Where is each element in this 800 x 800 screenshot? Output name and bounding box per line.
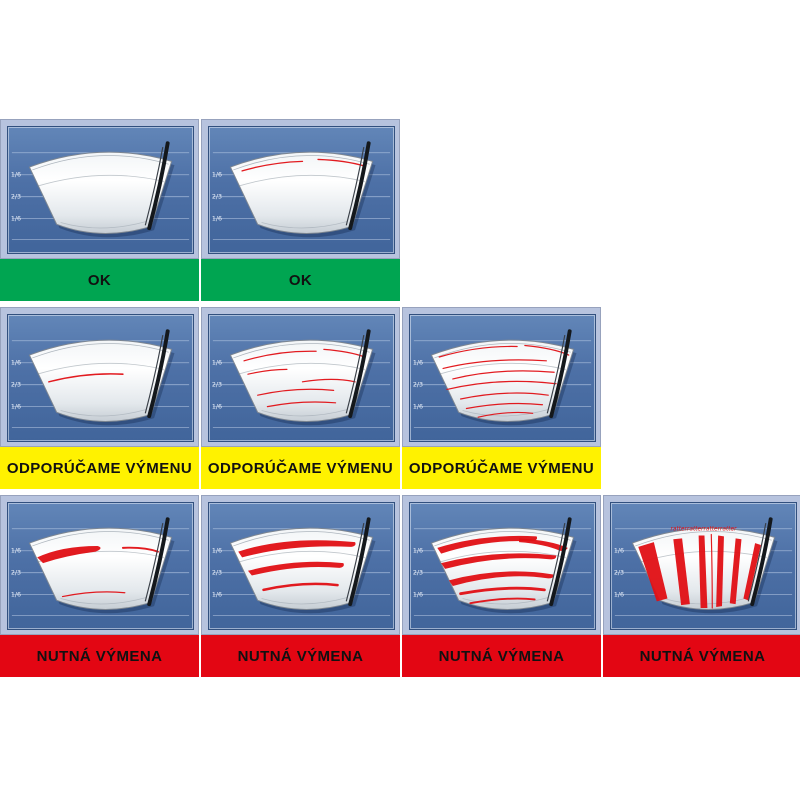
- wiper-illustration-frame: 1/6 2/3 1/6: [402, 495, 601, 635]
- wiper-illustration-panel: 1/6 2/3 1/6 ratterratterratterratter: [610, 502, 797, 630]
- tick-label: 2/3: [212, 194, 222, 201]
- chatter-text: ratterratterratterratter: [670, 527, 737, 533]
- wiper-illustration-panel: 1/6 2/3 1/6: [409, 314, 596, 442]
- wiper-blade-wear-diagram: 1/6 2/3 1/6: [212, 141, 391, 241]
- wiper-blade-wear-diagram: 1/6 2/3 1/6: [212, 329, 391, 429]
- grid-row-recommend: 1/6 2/3 1/6 ODPORÚČAME VÝMENU 1/6 2/3 1/6 OD…: [0, 307, 800, 489]
- tick-label: 2/3: [212, 570, 222, 577]
- status-band-required: NUTNÁ VÝMENA: [603, 635, 800, 677]
- wiper-illustration-panel: 1/6 2/3 1/6: [409, 502, 596, 630]
- tick-label: 2/3: [413, 570, 423, 577]
- tick-label: 1/6: [614, 548, 624, 555]
- tick-label: 1/6: [212, 404, 222, 411]
- status-band-recommend: ODPORÚČAME VÝMENU: [0, 447, 199, 489]
- tick-label: 1/6: [212, 360, 222, 367]
- wiper-condition-cell-r3c1: 1/6 2/3 1/6 NUTNÁ VÝMENA: [0, 495, 199, 677]
- wiper-illustration-panel: 1/6 2/3 1/6: [7, 314, 194, 442]
- wiper-illustration-panel: 1/6 2/3 1/6: [7, 502, 194, 630]
- status-band-recommend: ODPORÚČAME VÝMENU: [402, 447, 601, 489]
- tick-label: 1/6: [11, 592, 21, 599]
- wiper-blade-wear-diagram: 1/6 2/3 1/6: [11, 329, 190, 429]
- status-band-required: NUTNÁ VÝMENA: [402, 635, 601, 677]
- tick-label: 1/6: [614, 592, 624, 599]
- tick-label: 1/6: [212, 172, 222, 179]
- wiper-blade-wear-diagram: 1/6 2/3 1/6: [212, 517, 391, 617]
- wear-streaks: [437, 535, 568, 605]
- wiper-blade-wear-diagram: 1/6 2/3 1/6: [413, 329, 592, 429]
- status-band-required: NUTNÁ VÝMENA: [201, 635, 400, 677]
- tick-label: 2/3: [11, 570, 21, 577]
- status-band-required: NUTNÁ VÝMENA: [0, 635, 199, 677]
- wear-streaks: [238, 540, 356, 592]
- wiper-condition-cell-r3c2: 1/6 2/3 1/6 NUTNÁ VÝMENA: [201, 495, 400, 677]
- grid-row-required: 1/6 2/3 1/6 NUTNÁ VÝMENA 1/6 2/3 1/6 NUTNÁ V…: [0, 495, 800, 677]
- wear-streaks: [243, 348, 366, 408]
- wear-streaks: [48, 373, 124, 383]
- wiper-blade-wear-diagram: 1/6 2/3 1/6: [413, 517, 592, 617]
- grid-row-ok: 1/6 2/3 1/6 OK 1/6 2/3 1/6 OK: [0, 119, 800, 301]
- tick-label: 1/6: [11, 404, 21, 411]
- tick-label: 1/6: [212, 592, 222, 599]
- tick-label: 2/3: [614, 570, 624, 577]
- tick-label: 1/6: [11, 216, 21, 223]
- wiper-blade-wear-diagram: 1/6 2/3 1/6 ratterratterratterratter: [614, 517, 793, 617]
- tick-label: 2/3: [413, 382, 423, 389]
- wear-streaks: [438, 344, 570, 418]
- wiper-illustration-frame: 1/6 2/3 1/6: [0, 495, 199, 635]
- wiper-illustration-frame: 1/6 2/3 1/6: [201, 495, 400, 635]
- wear-streaks: [241, 158, 366, 172]
- wiper-illustration-frame: 1/6 2/3 1/6: [0, 119, 199, 259]
- tick-label: 2/3: [11, 382, 21, 389]
- wiper-illustration-panel: 1/6 2/3 1/6: [208, 314, 395, 442]
- tick-label: 1/6: [413, 548, 423, 555]
- wiper-condition-cell-r3c3: 1/6 2/3 1/6 NUTNÁ VÝMENA: [402, 495, 601, 677]
- wear-streaks: [638, 533, 761, 609]
- wiper-illustration-frame: 1/6 2/3 1/6: [402, 307, 601, 447]
- tick-label: 1/6: [11, 172, 21, 179]
- tick-label: 2/3: [212, 382, 222, 389]
- tick-label: 2/3: [11, 194, 21, 201]
- wiper-wear-guide: 1/6 2/3 1/6 OK 1/6 2/3 1/6 OK 1/6 2/3 1/6 ODPO…: [0, 119, 800, 677]
- wiper-blade-wear-diagram: 1/6 2/3 1/6: [11, 141, 190, 241]
- wiper-condition-cell-r2c3: 1/6 2/3 1/6 ODPORÚČAME VÝMENU: [402, 307, 601, 489]
- status-band-ok: OK: [0, 259, 199, 301]
- wear-streaks: [37, 545, 159, 598]
- tick-label: 1/6: [11, 548, 21, 555]
- wiper-condition-cell-r3c4: 1/6 2/3 1/6 ratterratterratterratter NUTNÁ …: [603, 495, 800, 677]
- wiper-illustration-frame: 1/6 2/3 1/6: [201, 307, 400, 447]
- wiper-condition-cell-r2c1: 1/6 2/3 1/6 ODPORÚČAME VÝMENU: [0, 307, 199, 489]
- wiper-illustration-frame: 1/6 2/3 1/6: [201, 119, 400, 259]
- tick-label: 1/6: [212, 548, 222, 555]
- wiper-condition-cell-r1c1: 1/6 2/3 1/6 OK: [0, 119, 199, 301]
- wiper-condition-cell-r2c2: 1/6 2/3 1/6 ODPORÚČAME VÝMENU: [201, 307, 400, 489]
- status-band-ok: OK: [201, 259, 400, 301]
- wiper-illustration-panel: 1/6 2/3 1/6: [208, 126, 395, 254]
- tick-label: 1/6: [413, 404, 423, 411]
- tick-label: 1/6: [212, 216, 222, 223]
- wiper-illustration-panel: 1/6 2/3 1/6: [208, 502, 395, 630]
- tick-label: 1/6: [413, 360, 423, 367]
- wiper-illustration-frame: 1/6 2/3 1/6: [0, 307, 199, 447]
- tick-label: 1/6: [11, 360, 21, 367]
- wiper-condition-cell-r1c2: 1/6 2/3 1/6 OK: [201, 119, 400, 301]
- wiper-blade-wear-diagram: 1/6 2/3 1/6: [11, 517, 190, 617]
- wiper-illustration-panel: 1/6 2/3 1/6: [7, 126, 194, 254]
- status-band-recommend: ODPORÚČAME VÝMENU: [201, 447, 400, 489]
- wiper-illustration-frame: 1/6 2/3 1/6 ratterratterratterratter: [603, 495, 800, 635]
- tick-label: 1/6: [413, 592, 423, 599]
